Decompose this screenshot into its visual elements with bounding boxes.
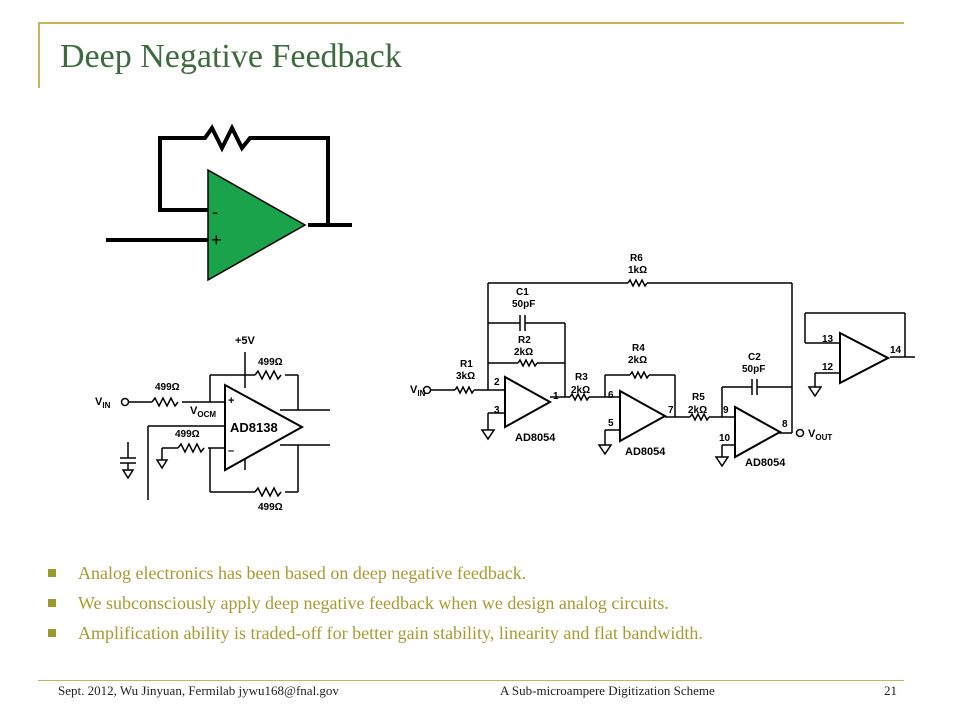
pin-1: 1 (553, 391, 559, 402)
bullet-item: We subconsciously apply deep negative fe… (48, 588, 928, 618)
r2-name: R2 (518, 335, 531, 346)
c2-name: C2 (748, 352, 761, 363)
pin-10: 10 (719, 433, 731, 444)
r4-name: R4 (632, 343, 645, 354)
ad8054-filter-diagram: R6 1kΩ C1 50pF R2 2kΩ R1 3kΩ R3 2kΩ R4 2… (410, 253, 915, 469)
bullet-item: Amplification ability is traded-off for … (48, 618, 928, 648)
vout-terminal (795, 428, 805, 438)
page-number: 21 (884, 683, 897, 698)
footer-author: Sept. 2012, Wu Jinyuan, Fermilab jywu168… (58, 683, 339, 698)
r1-name: R1 (460, 359, 473, 370)
pin-8: 8 (782, 419, 788, 430)
r2-value: 2kΩ (514, 347, 533, 358)
r-fb-top-label: 499Ω (258, 357, 283, 368)
r5-value: 2kΩ (688, 405, 707, 416)
pin-3: 3 (494, 405, 500, 416)
pin-6: 6 (608, 390, 614, 401)
pin-2: 2 (494, 377, 500, 388)
supply-label: +5V (235, 335, 256, 347)
r-in-bot-label: 499Ω (175, 429, 200, 440)
vin-label: VIN (95, 396, 111, 410)
r3-name: R3 (575, 372, 588, 383)
pin-5: 5 (608, 418, 614, 429)
vin-label: VIN (410, 384, 426, 398)
ad8138-chip-label: AD8138 (230, 420, 278, 435)
frame-left-line (38, 22, 40, 88)
pin-14: 14 (890, 345, 902, 356)
bullet-item: Analog electronics has been based on dee… (48, 558, 928, 588)
bullet-square-icon (48, 629, 56, 637)
ad8138-amp (224, 383, 305, 472)
opamp-triangle (207, 168, 307, 282)
bullet-square-icon (48, 569, 56, 577)
pin-7: 7 (668, 405, 674, 416)
ad8138-minus: – (228, 445, 234, 457)
opamp-plus-label: + (211, 230, 222, 250)
r5-name: R5 (692, 392, 705, 403)
r4-value: 2kΩ (628, 355, 647, 366)
u4-amp (839, 331, 891, 385)
u3-chip-label: AD8054 (745, 457, 786, 469)
bullet-square-icon (48, 599, 56, 607)
u2-amp (619, 389, 668, 443)
footer-title: A Sub-microampere Digitization Scheme (500, 683, 715, 698)
pin-9: 9 (723, 405, 729, 416)
feedback-wire (158, 123, 330, 227)
vin-terminal (120, 397, 130, 407)
r-in-top-label: 499Ω (155, 382, 180, 393)
pin-12: 12 (822, 362, 834, 373)
frame-top-line (38, 22, 904, 24)
u2-chip-label: AD8054 (625, 446, 666, 458)
opamp-feedback-diagram: - + (106, 123, 352, 282)
ad8138-plus: + (228, 395, 234, 407)
opamp-minus-label: - (212, 202, 218, 222)
footer-line (38, 680, 904, 681)
r3-value: 2kΩ (571, 385, 590, 396)
r1-value: 3kΩ (456, 371, 475, 382)
c1-value: 50pF (512, 299, 535, 310)
ad8138-diagram: +5V VIN 499Ω 499Ω VOCM 499Ω 499Ω AD8138 … (95, 335, 330, 510)
r6-value: 1kΩ (628, 265, 647, 276)
c1-name: C1 (516, 287, 529, 298)
u1-chip-label: AD8054 (515, 432, 556, 444)
u1-amp (504, 375, 553, 429)
vout-label: VOUT (808, 428, 832, 442)
vocm-label: VOCM (190, 405, 216, 419)
r-fb-bot-label: 499Ω (258, 502, 283, 510)
pin-13: 13 (822, 334, 834, 345)
u3-amp (734, 405, 783, 459)
r6-name: R6 (630, 253, 643, 264)
bullet-list: Analog electronics has been based on dee… (48, 558, 928, 648)
c2-value: 50pF (742, 364, 765, 375)
slide-title: Deep Negative Feedback (60, 38, 402, 75)
vin-terminal (422, 385, 432, 395)
